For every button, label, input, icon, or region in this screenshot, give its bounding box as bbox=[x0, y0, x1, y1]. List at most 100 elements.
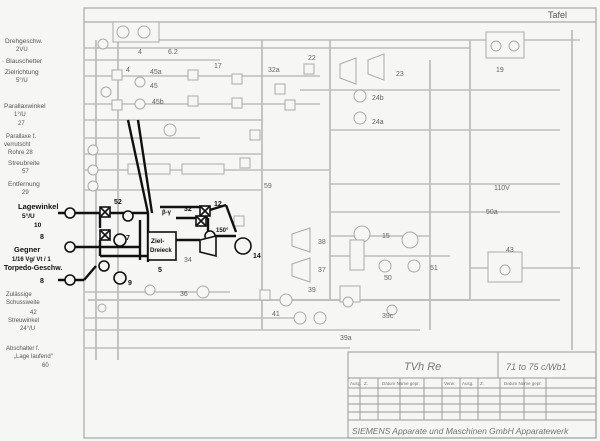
input-label-streuwinkel-unit: 24°/U bbox=[20, 326, 35, 332]
ziel-dreieck-no: 5 bbox=[158, 267, 162, 274]
svg-text:39c: 39c bbox=[382, 313, 394, 320]
left-labels: Drehgeschw. 2VU · Blauschetter Zielricht… bbox=[2, 38, 46, 196]
svg-text:Datum Name gepr.: Datum Name gepr. bbox=[382, 381, 420, 386]
svg-text:110V: 110V bbox=[494, 185, 510, 192]
svg-text:24a: 24a bbox=[372, 119, 384, 126]
input-label-drehgeschw: Drehgeschw. bbox=[5, 38, 43, 45]
input-label-gegner: Gegner bbox=[14, 245, 40, 254]
svg-text:19: 19 bbox=[496, 67, 504, 74]
input-label-gegner-unit: 1/16 Vg/ Vt / 1 bbox=[12, 257, 51, 263]
title-block-range: 71 to 75 c/Wb1 bbox=[506, 362, 567, 372]
svg-text:50a: 50a bbox=[486, 209, 498, 216]
input-label-drehgeschw-unit: 2VU bbox=[16, 47, 28, 53]
mixer-32-label: 32 bbox=[184, 206, 192, 213]
input-label-42: 42 bbox=[30, 310, 37, 316]
input-label-streuwinkel: Streuwinkel bbox=[8, 318, 39, 324]
input-label-parallaxwinkel: Parallaxwinkel bbox=[4, 103, 46, 110]
input-label-lagewinkel-no: 10 bbox=[34, 222, 42, 229]
svg-text:36: 36 bbox=[180, 291, 188, 298]
title-block-company: SIEMENS Apparate und Maschinen GmbH Appa… bbox=[352, 426, 569, 436]
svg-text:Z.: Z. bbox=[480, 381, 484, 386]
svg-text:22: 22 bbox=[308, 55, 316, 62]
mixer-8-label: β-γ bbox=[162, 210, 172, 216]
svg-text:39: 39 bbox=[308, 287, 316, 294]
faded-components bbox=[87, 21, 525, 325]
svg-text:50: 50 bbox=[384, 275, 392, 282]
svg-text:32a: 32a bbox=[268, 67, 280, 74]
title-block-code: TVh Re bbox=[404, 361, 441, 373]
input-label-parallax-3: Rohre 28 bbox=[8, 150, 33, 156]
title-block bbox=[347, 351, 597, 439]
svg-text:37: 37 bbox=[318, 267, 326, 274]
mixer-52-label: 52 bbox=[114, 199, 122, 206]
svg-text:Datum Name gepr.: Datum Name gepr. bbox=[504, 381, 542, 386]
input-label-parallaxwinkel-unit: 1°/U bbox=[14, 112, 26, 118]
input-label-lage-laufend: „Lage laufend“ bbox=[14, 354, 53, 360]
resolver-9 bbox=[113, 271, 127, 285]
resolver-gamma bbox=[98, 260, 110, 272]
ziel-dreieck-box bbox=[147, 231, 177, 261]
input-label-parallax-2: verrutscht bbox=[4, 142, 31, 148]
title-block-headers: Ausg. Z. Datum Name gepr. Verw. Ausg. Z.… bbox=[350, 381, 542, 386]
svg-text:Z.: Z. bbox=[364, 381, 368, 386]
svg-text:Verw.: Verw. bbox=[444, 381, 455, 386]
svg-text:59: 59 bbox=[264, 183, 272, 190]
bold-left-labels: Lagewinkel 5°/U 10 8 Gegner 1/16 Vg/ Vt … bbox=[4, 202, 62, 285]
input-label-lagewinkel: Lagewinkel bbox=[18, 202, 58, 211]
svg-text:6.2: 6.2 bbox=[168, 49, 178, 56]
input-label-parallaxwinkel-no: 27 bbox=[18, 121, 25, 127]
ziel-dreieck-label-2: Dreieck bbox=[150, 248, 172, 254]
input-label-streubreite-no: 57 bbox=[22, 169, 29, 175]
input-dot-lagewinkel bbox=[64, 207, 76, 219]
svg-text:4: 4 bbox=[138, 49, 142, 56]
input-dot-gegner bbox=[64, 241, 76, 253]
input-label-zulaessige: Zulässige bbox=[6, 292, 32, 298]
svg-text:41: 41 bbox=[272, 311, 280, 318]
sheet-frame bbox=[83, 7, 597, 439]
signal-lines bbox=[84, 39, 580, 349]
svg-text:24b: 24b bbox=[372, 95, 384, 102]
input-label-torpedo: Torpedo-Geschw. bbox=[4, 265, 62, 272]
svg-text:Ausg.: Ausg. bbox=[462, 381, 474, 386]
svg-text:39a: 39a bbox=[340, 335, 352, 342]
resolver-7 bbox=[113, 233, 127, 247]
svg-text:17: 17 bbox=[214, 63, 222, 70]
input-label-blauschetter: · Blauschetter bbox=[2, 58, 43, 65]
ziel-dreieck-label: Ziel- bbox=[151, 238, 164, 245]
resolver-9-label: 9 bbox=[128, 280, 132, 287]
svg-text:Ausg.: Ausg. bbox=[350, 381, 362, 386]
svg-text:15: 15 bbox=[382, 233, 390, 240]
dial-14-label: 14 bbox=[253, 253, 261, 260]
input-label-schussweite: Schussweite bbox=[6, 300, 40, 306]
svg-text:23: 23 bbox=[396, 71, 404, 78]
input-label-60: 60 bbox=[42, 363, 49, 369]
main-components bbox=[64, 205, 252, 286]
resolver-alpha bbox=[122, 210, 134, 222]
input-label-entfernung-no: 29 bbox=[22, 190, 29, 196]
lower-left-labels: Zulässige Schussweite 42 Streuwinkel 24°… bbox=[6, 292, 53, 369]
svg-text:38: 38 bbox=[318, 239, 326, 246]
input-label-zielrichtung: Zielrichtung bbox=[5, 69, 39, 76]
input-label-entfernung: Entfernung bbox=[8, 181, 40, 188]
dial-14 bbox=[234, 237, 252, 255]
component-numbers: 4 6.2 4 45a 45 45b 17 32a 22 23 24b 24a … bbox=[126, 49, 514, 342]
input-label-parallax: Parallaxe f. bbox=[6, 134, 36, 140]
svg-text:45: 45 bbox=[150, 83, 158, 90]
svg-text:45a: 45a bbox=[150, 69, 162, 76]
svg-text:43: 43 bbox=[506, 247, 514, 254]
value-150: 150° bbox=[216, 228, 229, 234]
input-label-lagewinkel-unit: 5°/U bbox=[22, 212, 35, 220]
input-label-streubreite: Streubreite bbox=[8, 160, 40, 167]
resolver-7-label: 7 bbox=[126, 235, 130, 242]
svg-text:45b: 45b bbox=[152, 99, 164, 106]
tafel-label: Tafel bbox=[548, 10, 567, 20]
svg-text:51: 51 bbox=[430, 265, 438, 272]
input-label-8: 8 bbox=[40, 278, 44, 285]
svg-text:34: 34 bbox=[184, 257, 192, 264]
input-label-abschalter: Abschalter f. bbox=[6, 346, 40, 352]
svg-text:4: 4 bbox=[126, 67, 130, 74]
mixer-12-label: 12 bbox=[214, 201, 222, 208]
input-label-b: 8 bbox=[40, 234, 44, 241]
